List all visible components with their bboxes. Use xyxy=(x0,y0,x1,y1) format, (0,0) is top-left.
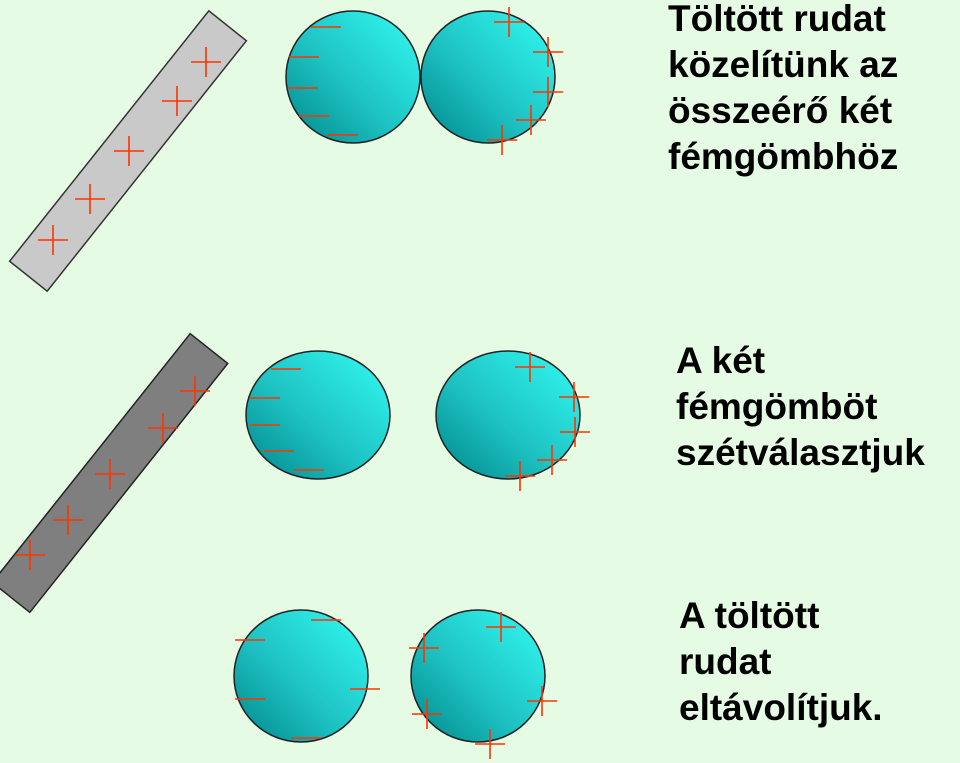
minus-charges xyxy=(288,26,358,136)
sphere-left xyxy=(245,350,391,480)
sphere-left xyxy=(285,10,421,144)
sphere-left xyxy=(233,609,369,743)
plus-charge xyxy=(487,125,517,155)
plus-charge xyxy=(409,633,439,663)
caption-line: A töltött xyxy=(679,595,820,636)
plus-charge xyxy=(486,612,516,642)
plus-charge xyxy=(559,382,589,412)
plus-charge xyxy=(191,47,221,77)
caption-line: fémgömböt xyxy=(676,386,878,427)
step-3-caption: A töltött rudat eltávolítjuk. xyxy=(679,593,883,731)
plus-charges xyxy=(505,352,590,491)
plus-charge xyxy=(533,77,563,107)
plus-charge xyxy=(537,445,567,475)
plus-charge xyxy=(95,459,125,489)
plus-charge xyxy=(162,86,192,116)
minus-charges xyxy=(235,619,380,739)
plus-charge xyxy=(53,505,83,535)
plus-charge xyxy=(560,417,590,447)
caption-line: A két xyxy=(676,340,766,381)
stage-3 xyxy=(233,609,557,759)
caption-line: rudat xyxy=(679,641,772,682)
rod-charges xyxy=(15,376,210,570)
sphere-right xyxy=(435,350,581,480)
caption-line: fémgömbhöz xyxy=(668,136,899,177)
plus-charge xyxy=(114,136,144,166)
plus-charge xyxy=(412,699,442,729)
stage-1 xyxy=(8,7,563,293)
plus-charge xyxy=(516,105,546,135)
sphere-right xyxy=(410,609,546,743)
stage-2 xyxy=(0,332,590,614)
plus-charge xyxy=(15,540,45,570)
plus-charge xyxy=(180,376,210,406)
plus-charge xyxy=(475,729,505,759)
step-1-caption: Töltött rudat közelítünk az összeérő két… xyxy=(668,0,898,180)
rod-charges xyxy=(38,47,221,255)
caption-line: Töltött rudat xyxy=(668,0,886,39)
caption-line: összeérő két xyxy=(668,90,893,131)
rod-dark xyxy=(0,332,229,614)
step-2-caption: A két fémgömböt szétválasztjuk xyxy=(676,338,925,476)
plus-charge xyxy=(148,413,178,443)
sphere-right xyxy=(420,10,556,144)
plus-charge xyxy=(494,7,524,37)
plus-charge xyxy=(75,184,105,214)
caption-line: eltávolítjuk. xyxy=(679,687,883,728)
caption-line: közelítünk az xyxy=(668,44,899,85)
caption-line: szétválasztjuk xyxy=(676,432,925,473)
plus-charge xyxy=(505,461,535,491)
plus-charges xyxy=(409,612,557,759)
plus-charge xyxy=(533,37,563,67)
plus-charge xyxy=(515,352,545,382)
plus-charge xyxy=(38,225,68,255)
plus-charges xyxy=(487,7,563,155)
minus-charges xyxy=(250,368,324,471)
plus-charge xyxy=(527,686,557,716)
